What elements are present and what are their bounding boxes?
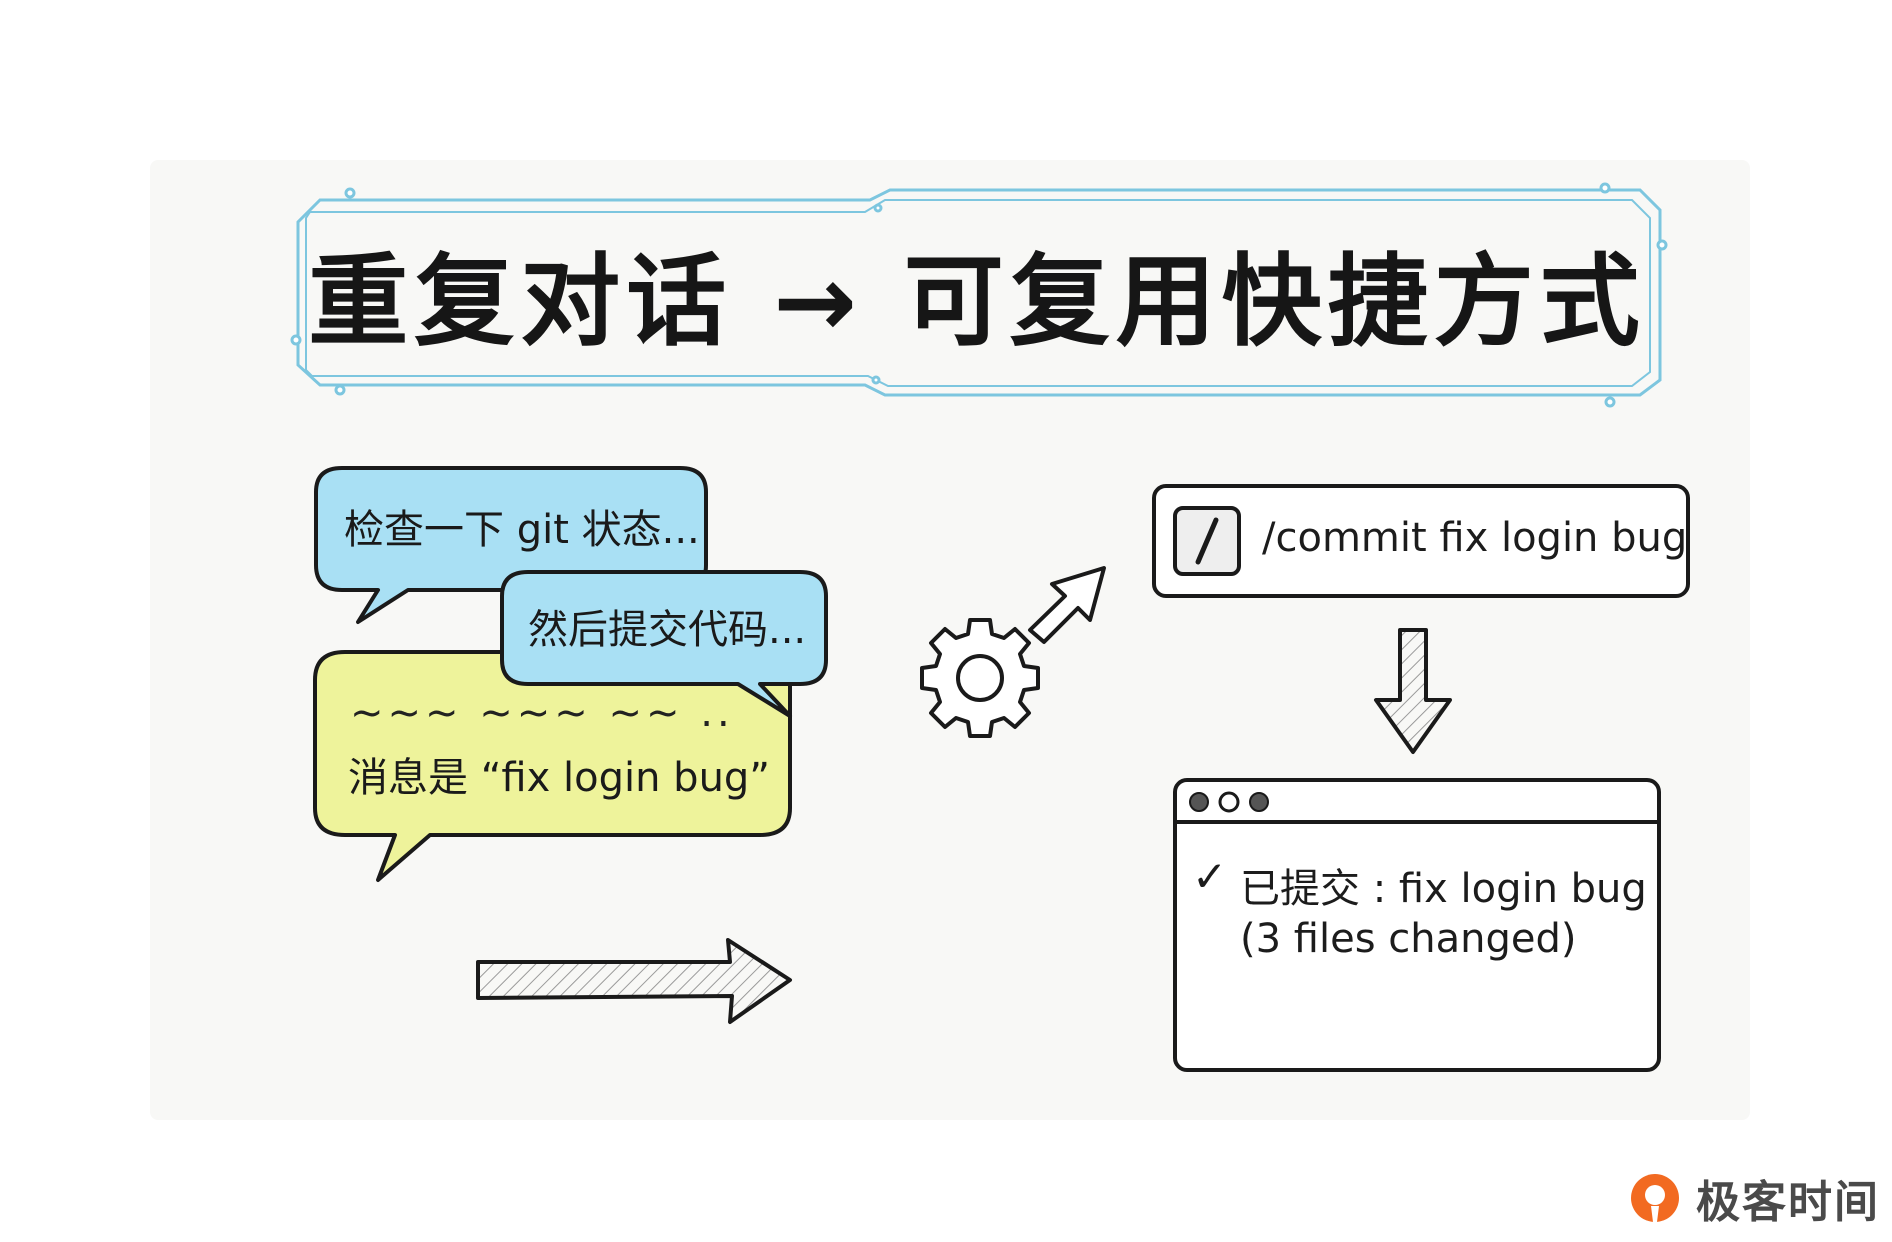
bubble-text-git-status: 检查一下 git 状态... bbox=[344, 507, 700, 553]
gear-icon bbox=[920, 618, 1040, 738]
bubble-text-commit: 然后提交代码... bbox=[528, 607, 807, 653]
command-text: /commit fix login bug bbox=[1262, 515, 1688, 561]
check-icon: ✓ bbox=[1192, 852, 1228, 901]
bubble-text-message: 消息是 “fix login bug” bbox=[348, 755, 771, 801]
up-right-arrow-icon bbox=[1028, 566, 1106, 644]
brand-watermark: 极客时间 bbox=[1686, 1168, 1880, 1228]
result-window bbox=[1173, 778, 1661, 1072]
page-title: 重复对话 → 可复用快捷方式 bbox=[308, 242, 1646, 360]
result-line-files-changed: (3 files changed) bbox=[1240, 916, 1577, 962]
result-line-committed: 已提交 : fix login bug bbox=[1240, 866, 1647, 912]
brand-name: 极客时间 bbox=[1696, 1177, 1880, 1228]
title-frame bbox=[290, 182, 1668, 408]
down-arrow-icon bbox=[1374, 628, 1452, 754]
geektime-logo-icon bbox=[1631, 1174, 1679, 1222]
right-arrow-icon bbox=[476, 938, 792, 1024]
bubble-scribble: ~~~ ~~~ ~~ .. bbox=[350, 690, 734, 736]
command-box bbox=[1152, 484, 1690, 598]
speech-bubble-blue-2 bbox=[500, 570, 828, 718]
